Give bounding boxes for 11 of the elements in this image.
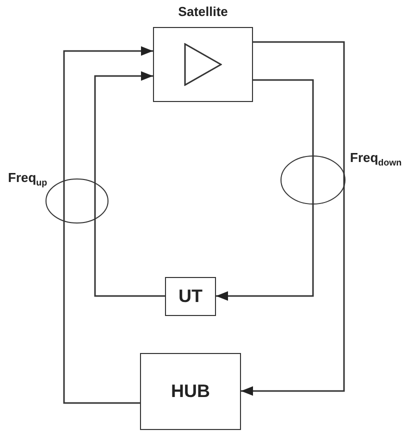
terminal-box: [165, 277, 216, 316]
connector-arrow: [216, 79, 314, 301]
box-label: HUB: [171, 381, 210, 402]
frequency-label: Freq$_{up}$: [8, 170, 48, 188]
box-heading: Satellite: [177, 4, 229, 19]
connector-arrow: [63, 46, 153, 404]
box-label: UT: [178, 286, 202, 307]
terminal-box: [140, 353, 241, 430]
connector-arrow: [241, 41, 345, 396]
connector-arrow: [94, 71, 165, 297]
frequency-label: Freq$_{down}$: [350, 150, 402, 168]
